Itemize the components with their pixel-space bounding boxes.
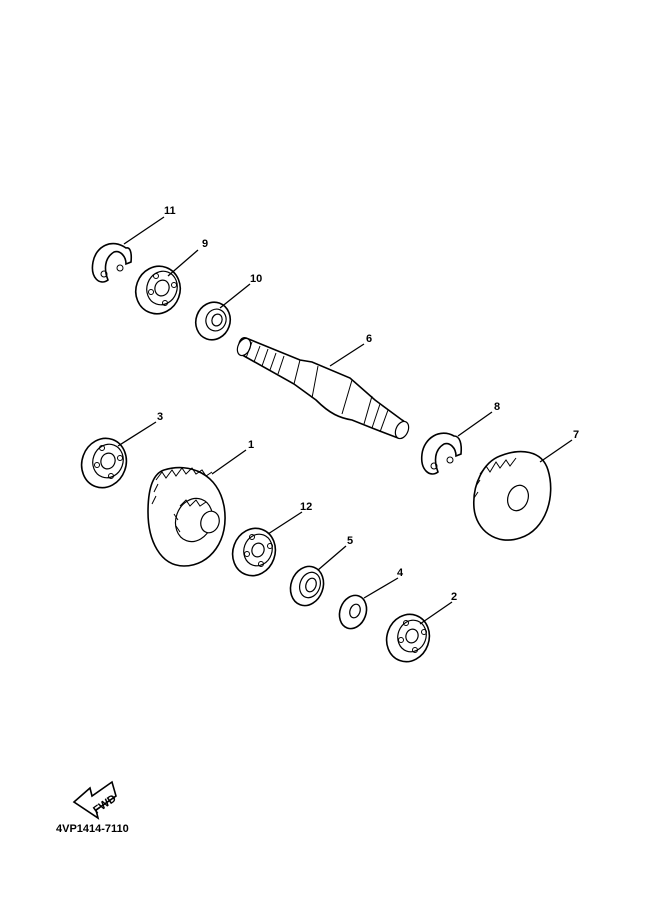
part-12-bearing[interactable]: [226, 522, 282, 581]
callout-5: 5: [347, 535, 353, 547]
part-5-collar[interactable]: [285, 562, 329, 611]
part-2-bearing[interactable]: [380, 608, 436, 667]
callout-1: 1: [248, 439, 254, 451]
part-1-gear[interactable]: [147, 466, 226, 567]
callout-8: 8: [494, 401, 500, 413]
fwd-arrow-icon: FWD: [72, 780, 119, 820]
callout-12: 12: [300, 501, 312, 513]
part-10-needle-bearing[interactable]: [191, 297, 236, 344]
leader-lines: [117, 216, 573, 625]
callout-3: 3: [157, 411, 163, 423]
part-code: 4VP1414-7110: [56, 823, 129, 835]
callout-6: 6: [366, 333, 372, 345]
part-3-bearing[interactable]: [75, 432, 133, 494]
part-8-circlip[interactable]: [420, 432, 463, 475]
callout-2: 2: [451, 591, 457, 603]
callout-labels: 11 9 10 6 3 1 12 5 4 2 8 7: [157, 205, 579, 603]
callout-4: 4: [397, 567, 404, 579]
callout-10: 10: [250, 273, 262, 285]
callout-11: 11: [164, 205, 176, 217]
part-4-washer[interactable]: [335, 592, 371, 633]
part-11-circlip[interactable]: [91, 242, 133, 283]
part-6-shaft[interactable]: [235, 336, 411, 440]
callout-7: 7: [573, 429, 579, 441]
callout-9: 9: [202, 238, 208, 250]
part-7-gear[interactable]: [473, 450, 552, 541]
part-9-bearing[interactable]: [129, 260, 187, 320]
